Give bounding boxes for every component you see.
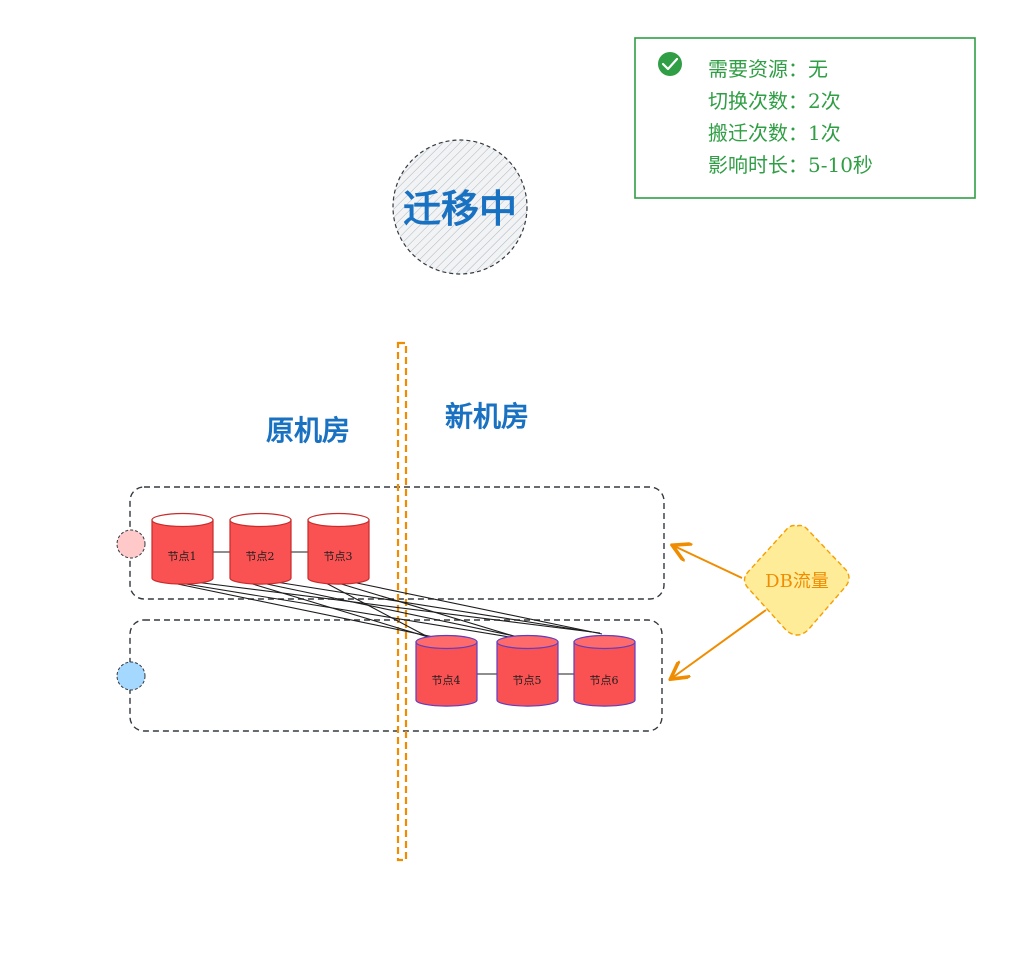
traffic-arrow-top <box>674 546 743 579</box>
node-label: 节点4 <box>432 674 461 687</box>
info-line-impact-duration: 影响时长：5-10秒 <box>708 153 873 177</box>
database-node-3: 节点3 <box>307 512 370 585</box>
status-title: 迁移中 <box>403 186 517 231</box>
db-traffic-label: DB流量 <box>765 571 829 592</box>
database-node-4: 节点4 <box>415 634 478 707</box>
traffic-arrow-bottom <box>672 609 767 678</box>
node-label: 节点5 <box>513 674 542 687</box>
database-node-5: 节点5 <box>496 634 559 707</box>
node-label: 节点2 <box>246 550 275 563</box>
group-marker-pink <box>116 529 146 559</box>
info-line-switch-count: 切换次数：2次 <box>708 89 841 113</box>
info-panel-border <box>634 37 976 199</box>
database-node-2: 节点2 <box>229 512 292 585</box>
group-marker-blue <box>116 661 146 691</box>
database-node-6: 节点6 <box>573 634 636 707</box>
db-traffic-source: DB流量 <box>743 524 850 636</box>
node-label: 节点6 <box>590 674 619 687</box>
check-circle-icon <box>658 52 682 76</box>
datacenter-divider <box>396 341 408 862</box>
replication-links <box>167 581 603 642</box>
zone-label-new: 新机房 <box>445 400 529 433</box>
node-label: 节点3 <box>324 550 353 563</box>
status-badge: 迁移中 <box>392 139 528 275</box>
info-panel: 需要资源：无 切换次数：2次 搬迁次数：1次 影响时长：5-10秒 <box>634 37 976 199</box>
node-row-links <box>213 551 575 675</box>
info-line-relocation-count: 搬迁次数：1次 <box>708 121 841 145</box>
database-node-1: 节点1 <box>151 512 214 585</box>
node-label: 节点1 <box>168 550 197 563</box>
zone-label-original: 原机房 <box>266 414 350 447</box>
info-line-resources: 需要资源：无 <box>708 57 828 81</box>
